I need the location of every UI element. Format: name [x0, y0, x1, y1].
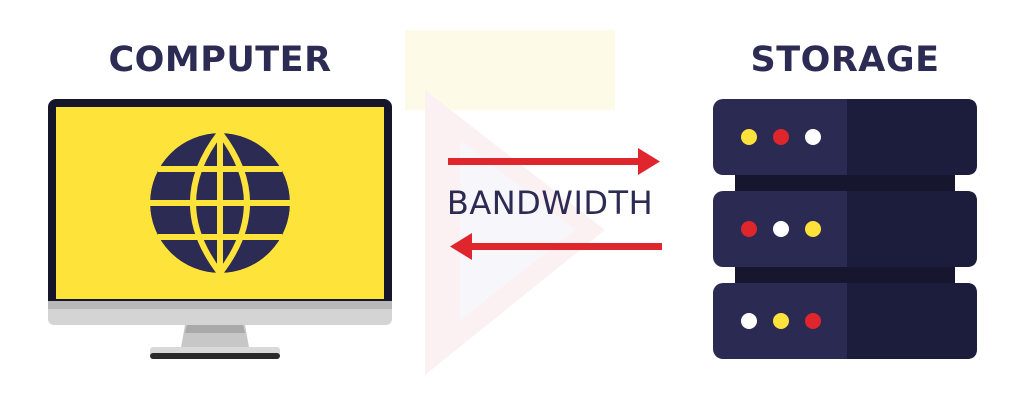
left-arrow-icon — [450, 233, 662, 260]
bandwidth-label: BANDWIDTH — [446, 184, 654, 222]
status-led-yellow — [805, 221, 821, 237]
server-leds — [741, 129, 821, 329]
bidirectional-arrows-icon — [448, 148, 662, 260]
globe-icon — [146, 129, 294, 277]
computer-heading: COMPUTER — [108, 40, 332, 80]
server-unit-1 — [713, 99, 977, 175]
server-rack-icon — [713, 99, 977, 359]
monitor-icon — [48, 99, 392, 359]
status-led-red — [805, 313, 821, 329]
right-arrow-icon — [448, 148, 660, 175]
storage-heading: STORAGE — [750, 40, 940, 80]
status-led-white — [741, 313, 757, 329]
status-led-yellow — [741, 129, 757, 145]
server-connectors — [735, 175, 955, 283]
status-led-red — [773, 129, 789, 145]
status-led-red — [741, 221, 757, 237]
server-unit-2 — [713, 191, 977, 267]
server-unit-3 — [713, 283, 977, 359]
status-led-white — [805, 129, 821, 145]
status-led-yellow — [773, 313, 789, 329]
status-led-white — [773, 221, 789, 237]
monitor-stand — [150, 325, 280, 359]
